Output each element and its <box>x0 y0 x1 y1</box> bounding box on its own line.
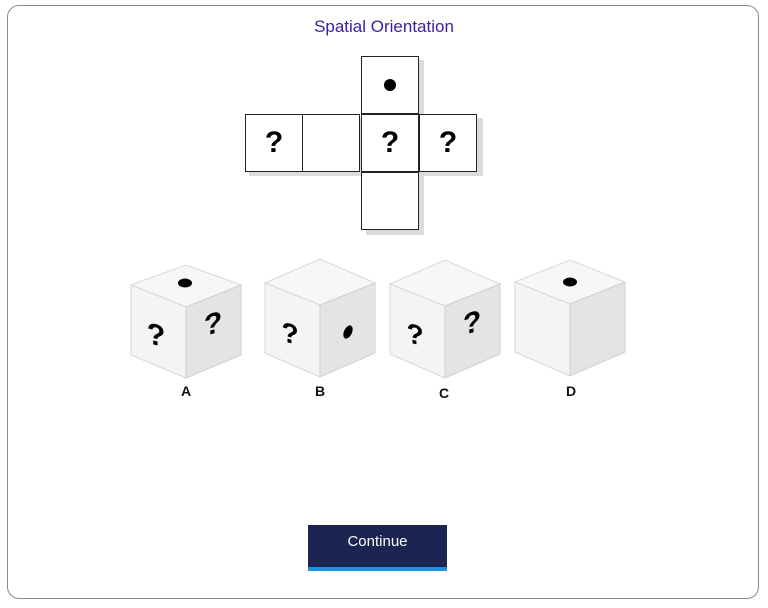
question-mark-icon: ? <box>380 126 400 159</box>
dot-icon <box>563 277 577 287</box>
dot-icon <box>343 325 353 339</box>
question-mark-icon: ? <box>463 304 481 342</box>
option-label-c: C <box>438 385 450 401</box>
page-title: Spatial Orientation <box>314 17 454 36</box>
question-mark-icon: ? <box>281 316 298 352</box>
option-label-a: A <box>180 383 192 399</box>
option-cube-a[interactable]: ? ? <box>126 265 246 380</box>
dot-icon <box>384 79 396 91</box>
question-mark-icon: ? <box>438 126 458 159</box>
question-mark-icon: ? <box>264 126 284 159</box>
question-mark-icon: ? <box>147 316 165 354</box>
option-cube-d[interactable] <box>510 258 630 377</box>
option-cube-b[interactable]: ? <box>260 255 380 378</box>
net-face-center: ? <box>361 114 419 172</box>
net-face-left: ? <box>245 114 303 172</box>
question-mark-icon: ? <box>204 305 222 343</box>
net-face-top <box>361 56 419 114</box>
question-mark-icon: ? <box>406 317 423 353</box>
dot-icon <box>178 278 192 288</box>
net-face-right: ? <box>419 114 477 172</box>
continue-button[interactable]: Continue <box>308 525 447 571</box>
option-label-b: B <box>314 383 326 399</box>
option-label-d: D <box>565 383 577 399</box>
net-face-left-center <box>302 114 360 172</box>
net-face-bottom <box>361 172 419 230</box>
option-cube-c[interactable]: ? ? <box>385 256 505 379</box>
